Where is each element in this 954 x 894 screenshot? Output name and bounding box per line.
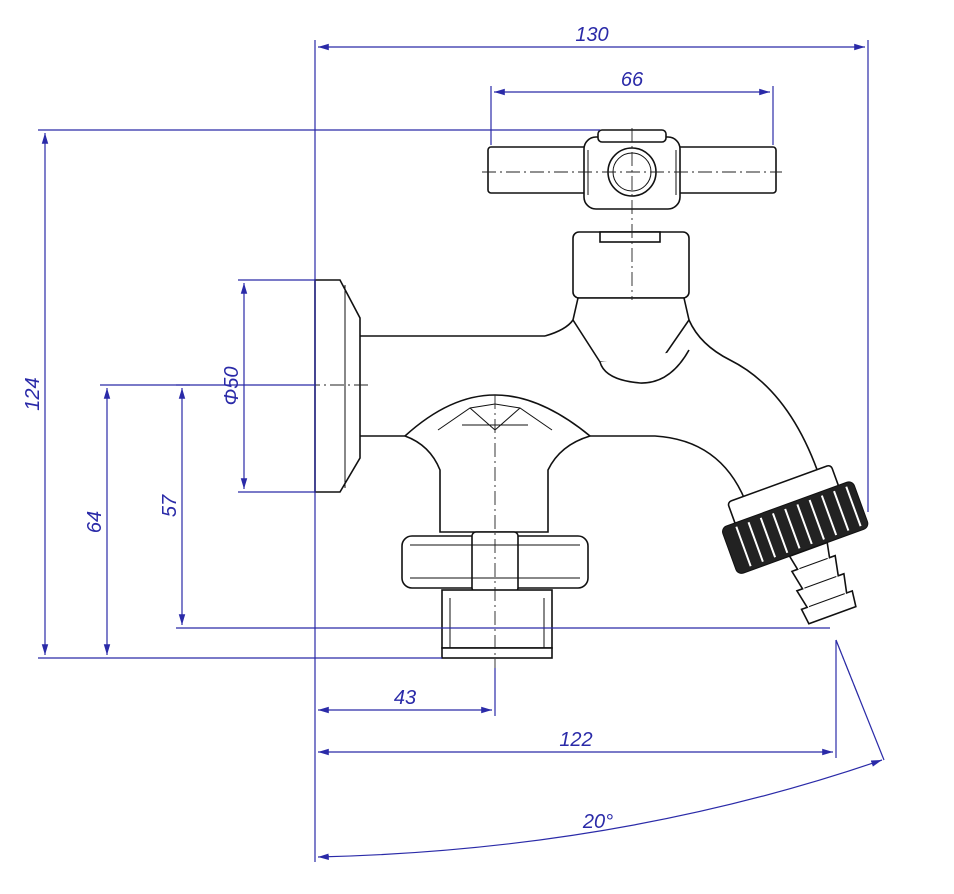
dim-flange-diameter: Φ50	[221, 367, 243, 406]
dim-spout-angle: 20°	[582, 811, 613, 833]
hose-coupling	[722, 464, 869, 625]
dim-handle-width: 66	[621, 69, 644, 91]
dim-outlet-height-upper: 57	[159, 494, 181, 517]
valve-bonnet	[572, 231, 690, 377]
dim-outlet-height-lower: 64	[84, 511, 106, 533]
spout	[544, 319, 821, 501]
dim-hose-outlet-offset: 122	[559, 729, 592, 751]
faucet-body	[314, 129, 869, 659]
dim-overall-height: 124	[22, 377, 44, 410]
upper-pipe	[360, 335, 545, 437]
dim-flange-diameter-value: 50	[221, 367, 243, 389]
knurl-ribs	[735, 486, 862, 567]
wall-flange	[314, 279, 361, 493]
dim-lower-outlet-offset: 43	[394, 687, 416, 709]
lower-outlet	[441, 589, 553, 659]
dimension-labels: 130 66 124 Φ50 64 57 43 122 20°	[22, 24, 644, 833]
lower-handwheel	[401, 531, 589, 593]
lower-branch	[404, 394, 591, 533]
dim-overall-width: 130	[575, 24, 608, 46]
diameter-symbol: Φ	[221, 389, 243, 406]
dimension-lines	[38, 40, 885, 862]
